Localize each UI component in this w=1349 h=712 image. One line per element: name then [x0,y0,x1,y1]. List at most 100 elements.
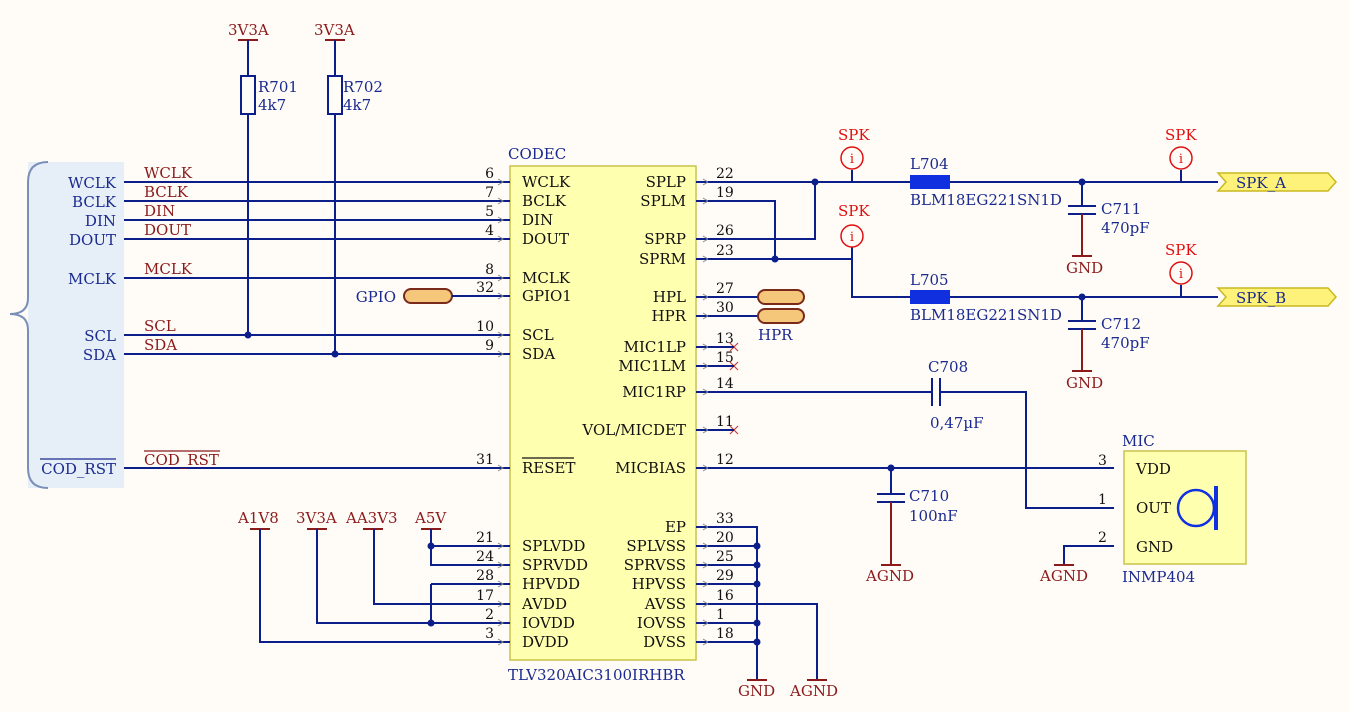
mic-pin-num-1: 1 [1098,492,1107,508]
chip-right-pin-label: MICBIAS [615,459,686,477]
chip-left-pin-num: 6 [485,166,494,182]
r702-ref: R702 [343,78,383,96]
bus-port-dout: DOUT [69,231,116,249]
test-point-3: SPK i [1165,126,1197,170]
chip-left-pin-label: SPLVDD [522,537,585,555]
mic-agnd: AGND [1039,567,1088,585]
headphone-ports: HPR [708,289,805,344]
chip-right-pin-num: 20 [716,530,734,546]
chip-left-pin-num: 2 [485,607,494,623]
chip-right-pin-label: DVSS [643,633,686,651]
c711-value: 470pF [1101,219,1150,237]
tp4-label: SPK [1165,241,1197,259]
chip-right-pin-num: 25 [716,549,734,565]
chip-left-pin-label: GPIO1 [522,287,572,305]
bus-port-scl: SCL [84,327,116,345]
mic-pin-gnd: GND [1136,538,1173,556]
chip-left-pin-label: MCLK [522,269,571,287]
chip-right-pin-label: HPVSS [632,575,686,593]
net-label-sda: SDA [144,336,177,354]
chip-left-pin-label: DIN [522,211,553,229]
l705-part: BLM18EG221SN1D [910,306,1062,324]
nc-marks [708,342,739,435]
chip-right-pin-label: AVSS [644,595,686,613]
chip-left-pin-label: HPVDD [522,575,580,593]
l705-ref: L705 [910,271,949,289]
chip-left-pin-label: SPRVDD [522,556,588,574]
c712-ref: C712 [1101,315,1141,333]
chip-agnd-label: AGND [789,682,838,700]
chip-right-pin-label: IOVSS [637,614,686,632]
chip-left-pin-num: 3 [485,626,494,642]
chip-left-pin-num: 8 [485,262,494,278]
mic-part: INMP404 [1122,568,1195,586]
r701-value: 4k7 [258,96,286,114]
chip-right-pin-num: 29 [716,568,734,584]
chip-right-pin-num: 15 [716,350,734,366]
supply-a1v8: A1V8 [237,509,279,527]
svg-text:i: i [1179,152,1183,167]
net-label-scl: SCL [144,317,176,335]
net-label-din: DIN [144,202,175,220]
c710-value: 100nF [909,507,958,525]
chip-right-pin-label: EP [665,518,686,536]
chip-right-pin-label: SPRVSS [624,556,686,574]
microphone-inmp404: MIC INMP404 VDD OUT GND 3 1 2 AGND [1039,432,1247,586]
chip-left-pin-num: 24 [476,549,494,565]
chip-left-pin-label: DOUT [522,230,569,248]
supply-rails: A1V8 3V3A AA3V3 A5V [237,509,498,643]
test-point-1: SPK i [838,126,870,170]
mic-pin-vdd: VDD [1135,460,1171,478]
svg-text:i: i [850,230,854,245]
chip-right-pin-num: 14 [716,376,734,392]
capacitor-c708: C708 0,47µF [708,358,1114,509]
net-label-wclk: WCLK [144,164,193,182]
c711-ref: C711 [1101,200,1141,218]
chip-name: CODEC [508,145,566,163]
net-label-mclk: MCLK [144,260,193,278]
c710-agnd: AGND [865,567,914,585]
chip-right-pin-num: 26 [716,223,734,239]
chip-right-pin-label: SPRM [639,250,686,268]
bus-port-mclk: MCLK [68,270,117,288]
port-spk-b: SPK_B [1236,289,1286,307]
svg-text:i: i [1179,267,1183,282]
chip-right-pins: 22SPLP19SPLM26SPRP23SPRM27HPL30HPR13MIC1… [581,166,734,651]
c712-value: 470pF [1101,334,1150,352]
c710-ref: C710 [909,487,949,505]
signal-wires [124,181,498,469]
bus-harness [9,161,124,489]
chip-left-pin-num: 21 [476,530,494,546]
chip-right-pin-num: 11 [716,414,734,430]
chip-left-pin-num: 10 [476,319,494,335]
chip-part: TLV320AIC3100IRHBR [508,666,685,684]
chip-right-pin-num: 1 [716,607,725,623]
chip-right-pin-num: 12 [716,452,734,468]
supply-3v3a: 3V3A [296,509,337,527]
bus-port-sda: SDA [83,346,116,364]
chip-right-pin-num: 16 [716,588,734,604]
chip-right-pin-label: MIC1LP [624,338,686,356]
chip-right-pin-num: 19 [716,185,734,201]
net-labels: WCLK BCLK DIN DOUT MCLK SCL SDA COD_RST [144,164,220,469]
bus-port-wclk: WCLK [68,174,117,192]
bus-port-labels: WCLK BCLK DIN DOUT MCLK SCL SDA COD_RST [40,174,117,478]
chip-left-pin-label: WCLK [522,173,571,191]
supply-a5v: A5V [414,509,447,527]
chip-left-pin-num: 4 [485,223,494,239]
chip-right-pin-label: HPR [652,307,687,325]
chip-right-pin-num: 23 [716,243,734,259]
net-label-cod-rst: COD_RST [144,451,219,469]
tp3-label: SPK [1165,126,1197,144]
chip-left-pin-num: 17 [476,588,494,604]
chip-right-pin-label: VOL/MICDET [581,421,686,439]
chip-left-pin-label: IOVDD [522,614,575,632]
l704-ref: L704 [910,155,949,173]
supply-aa3v3: AA3V3 [345,509,398,527]
chip-left-pin-num: 7 [485,185,494,201]
l704-part: BLM18EG221SN1D [910,191,1062,209]
test-point-2: SPK i [838,202,870,248]
